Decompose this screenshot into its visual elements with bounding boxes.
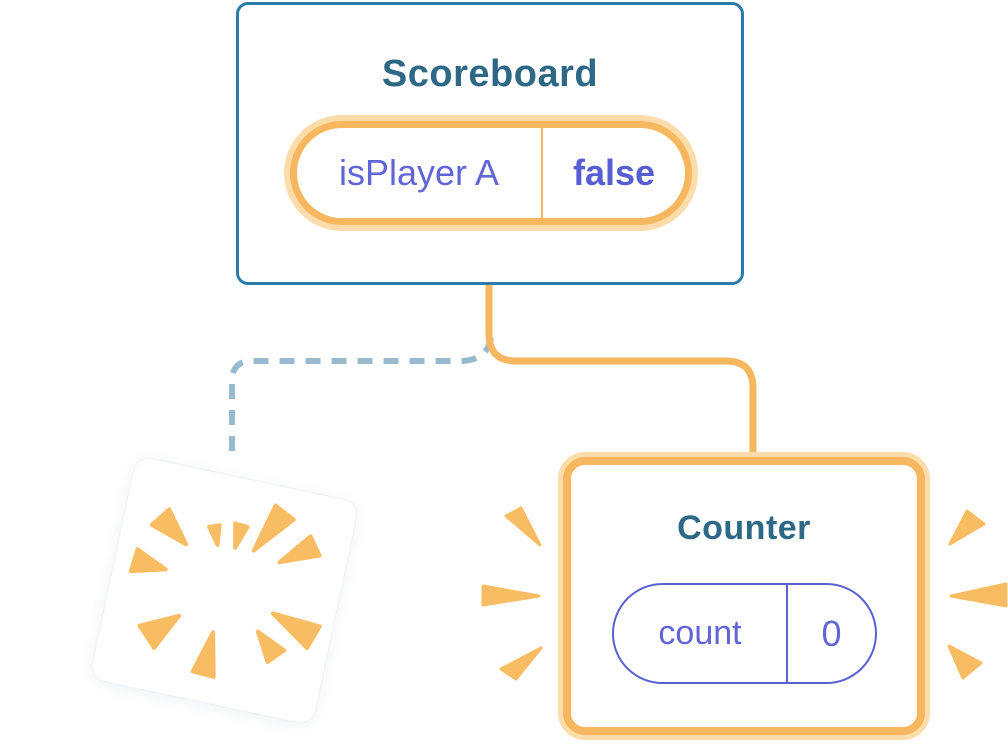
counter-title: Counter — [677, 509, 811, 547]
pop-burst-right — [947, 509, 1008, 680]
state-value-label: false — [572, 152, 656, 193]
counter-state-pill: count 0 — [612, 583, 877, 684]
scoreboard-title: Scoreboard — [381, 53, 599, 95]
dashed-connector-line — [229, 337, 494, 455]
state-value-label: 0 — [821, 612, 842, 654]
orange-connector-line — [485, 281, 757, 460]
scoreboard-state-pill: isPlayer A false — [290, 121, 692, 225]
pop-burst-left — [481, 506, 543, 681]
state-name-label: count — [658, 614, 742, 652]
pill-divider — [541, 128, 543, 218]
pill-divider — [786, 585, 788, 682]
state-name-label: isPlayer A — [338, 152, 500, 193]
destroyed-component-card — [88, 454, 361, 727]
scoreboard-card: Scoreboard isPlayer A false — [236, 2, 744, 285]
poof-burst-icon — [128, 503, 322, 679]
counter-card: Counter count 0 — [563, 457, 925, 735]
